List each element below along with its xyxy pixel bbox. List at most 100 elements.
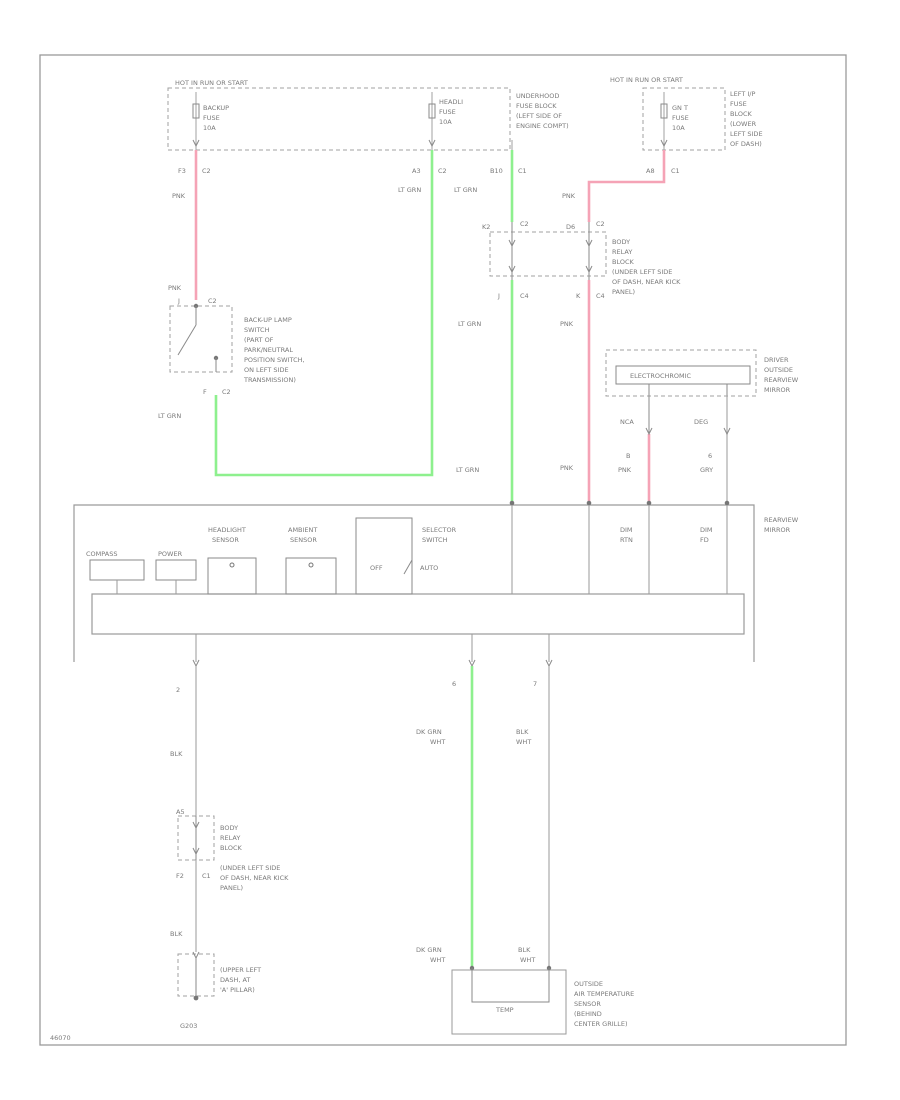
wire-ltgrn-label-e: LT GRN xyxy=(456,466,479,474)
wire-pnk-ign xyxy=(587,150,666,222)
ambient-sensor-label-2: SENSOR xyxy=(290,536,317,544)
relay-bottom-label-1: BODY xyxy=(220,824,238,832)
pin-b10: B10 xyxy=(490,167,503,175)
wire-dkgrn-label-1b: WHT xyxy=(430,738,445,746)
rearview-mirror-assembly: DIM RTN DIM FD COMPASS POWER HEADLIGHT S… xyxy=(73,500,799,694)
temp-sensor-inner: TEMP xyxy=(495,1006,514,1014)
rearview-pin-2: 2 xyxy=(176,686,180,694)
left-fuse-block: HOT IN RUN OR START BACKUP FUSE 10A HEAD… xyxy=(167,79,569,151)
underhood-label-4: ENGINE COMPT) xyxy=(516,122,569,130)
temp-sensor-label-2: AIR TEMPERATURE xyxy=(574,990,634,998)
ground-label-1: (UPPER LEFT xyxy=(220,966,261,974)
gn-fuse-label-2: FUSE xyxy=(672,114,689,122)
temp-sensor-label-4: (BEHIND xyxy=(574,1010,602,1018)
relay-bottom-label-2: RELAY xyxy=(220,834,240,842)
backup-switch-label-2: SWITCH xyxy=(244,326,270,334)
outside-mirror-label-3: REARVIEW xyxy=(764,376,799,384)
pin-a8: A8 xyxy=(646,167,655,175)
relay-bottom-label-6: PANEL) xyxy=(220,884,243,892)
headlight-fuse-label-1: HEADLI xyxy=(439,98,463,106)
left-ip-fuse-label-2: FUSE xyxy=(730,100,747,108)
backup-fuse-label-3: 10A xyxy=(203,124,216,132)
backup-lamp-switch: J C2 F C2 BACK-UP LAMP SWITCH (PART OF P… xyxy=(169,297,305,396)
ground-label-3: 'A' PILLAR) xyxy=(220,986,255,994)
wire-blkwht-label-1a: BLK xyxy=(516,728,529,736)
relay-top-label-3: BLOCK xyxy=(612,258,635,266)
wire-blk-label-1: BLK xyxy=(170,750,183,758)
relay-top-conn-d6: C2 xyxy=(596,220,605,228)
backup-switch-label-3: (PART OF xyxy=(244,336,274,344)
pin-a3: A3 xyxy=(412,167,421,175)
diagram-frame xyxy=(39,54,847,1046)
outside-mirror-pin-deg: DEG xyxy=(694,418,708,426)
outside-air-temp-sensor: TEMP DK GRN WHT BLK WHT OUTSIDE AIR TEMP… xyxy=(416,946,634,1035)
outside-mirror-pin-nca: NCA xyxy=(620,418,634,426)
relay-bottom-pin-a5: A5 xyxy=(176,808,185,816)
underhood-label-1: UNDERHOOD xyxy=(516,92,559,100)
underhood-label-2: FUSE BLOCK xyxy=(516,102,557,110)
left-ip-fuse-label-3: BLOCK xyxy=(730,110,753,118)
selector-auto-label: AUTO xyxy=(420,564,438,572)
right-fuse-block: HOT IN RUN OR START GN T FUSE 10A LEFT I… xyxy=(610,76,763,151)
driver-outside-mirror: ELECTROCHROMIC NCA DEG B 6 DRIVER OUTSID… xyxy=(605,349,799,460)
relay-top-conn-j: C4 xyxy=(520,292,529,300)
left-ip-fuse-label-6: OF DASH) xyxy=(730,140,762,148)
relay-bottom-label-3: BLOCK xyxy=(220,844,243,852)
wire-dkgrn-label-1a: DK GRN xyxy=(416,728,442,736)
conn-f3: C2 xyxy=(202,167,211,175)
underhood-label-3: (LEFT SIDE OF xyxy=(516,112,562,120)
ground-label-2: DASH, AT xyxy=(220,976,250,984)
rearview-pin-6: 6 xyxy=(452,680,456,688)
ground-id: G203 xyxy=(180,1022,197,1030)
rearview-pin-7: 7 xyxy=(533,680,537,688)
selector-off-label: OFF xyxy=(370,564,383,572)
relay-top-label-1: BODY xyxy=(612,238,630,246)
backup-switch-label-5: POSITION SWITCH, xyxy=(244,356,305,364)
gn-fuse-label-1: GN T xyxy=(672,104,688,112)
relay-top-pin-j: J xyxy=(497,292,500,300)
backup-switch-label-6: ON LEFT SIDE xyxy=(244,366,289,374)
footer-id: 46070 xyxy=(50,1034,71,1042)
conn-a3: C2 xyxy=(438,167,447,175)
compass-label: COMPASS xyxy=(86,550,117,558)
wire-ltgrn-label-b: LT GRN xyxy=(158,412,181,420)
relay-top-label-5: OF DASH, NEAR KICK xyxy=(612,278,681,286)
backup-switch-label-4: PARK/NEUTRAL xyxy=(244,346,293,354)
wire-blkwht-label-2b: WHT xyxy=(520,956,535,964)
wire-ltgrn-label-c: LT GRN xyxy=(454,186,477,194)
wire-blkwht-label-1b: WHT xyxy=(516,738,531,746)
headlight-fuse-label-3: 10A xyxy=(439,118,452,126)
relay-top-pin-k: K xyxy=(576,292,581,300)
outside-mirror-inner: ELECTROCHROMIC xyxy=(630,372,692,380)
wire-blkwht-label-2a: BLK xyxy=(518,946,531,954)
backup-switch-label-1: BACK-UP LAMP xyxy=(244,316,292,324)
backup-switch-conn-top: C2 xyxy=(208,297,217,305)
wire-pnk-label-1: PNK xyxy=(172,192,186,200)
left-fuse-header: HOT IN RUN OR START xyxy=(175,79,248,87)
pin-f3: F3 xyxy=(178,167,186,175)
relay-bottom-pin-f2: F2 xyxy=(176,872,184,880)
dim-fd-label-2: FD xyxy=(700,536,709,544)
ambient-sensor-label-1: AMBIENT xyxy=(288,526,317,534)
wire-ltgrn-label-a: LT GRN xyxy=(398,186,421,194)
wire-pnk-label-5: PNK xyxy=(560,464,574,472)
selector-switch-label-1: SELECTOR xyxy=(422,526,457,534)
headlight-fuse-label-2: FUSE xyxy=(439,108,456,116)
temp-sensor-label-5: CENTER GRILLE) xyxy=(574,1020,628,1028)
backup-switch-pin-j: J xyxy=(177,297,180,305)
wire-dkgrn-label-2a: DK GRN xyxy=(416,946,442,954)
outside-mirror-pin-6: 6 xyxy=(708,452,712,460)
ground-g203: (UPPER LEFT DASH, AT 'A' PILLAR) G203 xyxy=(177,951,261,1030)
dim-rtn-label-2: RTN xyxy=(620,536,633,544)
temp-sensor-label-1: OUTSIDE xyxy=(574,980,603,988)
outside-mirror-label-4: MIRROR xyxy=(764,386,791,394)
dim-fd-label-1: DIM xyxy=(700,526,713,534)
relay-top-label-4: (UNDER LEFT SIDE xyxy=(612,268,672,276)
gn-fuse-label-3: 10A xyxy=(672,124,685,132)
wire-pnk-label-3: PNK xyxy=(562,192,576,200)
wire-pnk-label-2: PNK xyxy=(168,284,182,292)
right-fuse-header: HOT IN RUN OR START xyxy=(610,76,683,84)
headlight-sensor-label-1: HEADLIGHT xyxy=(208,526,246,534)
wire-ltgrn-label-d: LT GRN xyxy=(458,320,481,328)
